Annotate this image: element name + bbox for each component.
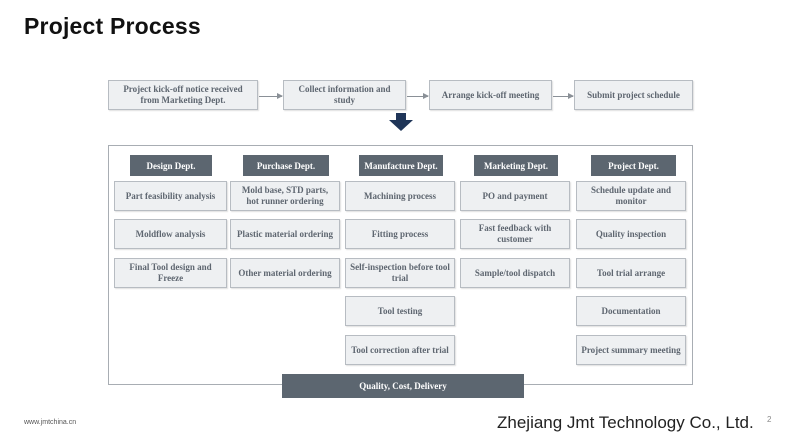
flow-arrow-2 — [407, 93, 429, 99]
page-number: 2 — [767, 415, 772, 424]
dept-header-marketing: Marketing Dept. — [474, 155, 558, 176]
task-tool-testing: Tool testing — [345, 296, 455, 326]
dept-header-project: Project Dept. — [591, 155, 676, 176]
dept-header-manufacture: Manufacture Dept. — [359, 155, 443, 176]
dept-header-design: Design Dept. — [130, 155, 212, 176]
flow-step-collect-information: Collect information and study — [283, 80, 406, 110]
footer-website: www.jmtchina.cn — [24, 419, 77, 426]
task-part-feasibility: Part feasibility analysis — [114, 181, 227, 211]
task-po-and-payment: PO and payment — [460, 181, 570, 211]
flow-arrow-1 — [259, 93, 283, 99]
task-plastic-material-ordering: Plastic material ordering — [230, 219, 340, 249]
page-title: Project Process — [24, 13, 201, 39]
down-arrow-icon — [389, 113, 413, 136]
footer-company-name: Zhejiang Jmt Technology Co., Ltd. — [497, 413, 754, 432]
task-final-tool-design: Final Tool design and Freeze — [114, 258, 227, 288]
quality-cost-delivery-bar: Quality, Cost, Delivery — [282, 374, 524, 398]
task-other-material-ordering: Other material ordering — [230, 258, 340, 288]
task-mold-base-ordering: Mold base, STD parts, hot runner orderin… — [230, 181, 340, 211]
task-project-summary: Project summary meeting — [576, 335, 686, 365]
task-fitting-process: Fitting process — [345, 219, 455, 249]
task-fast-feedback: Fast feedback with customer — [460, 219, 570, 249]
task-quality-inspection: Quality inspection — [576, 219, 686, 249]
task-tool-trial-arrange: Tool trial arrange — [576, 258, 686, 288]
task-schedule-update: Schedule update and monitor — [576, 181, 686, 211]
task-tool-correction: Tool correction after trial — [345, 335, 455, 365]
task-self-inspection: Self-inspection before tool trial — [345, 258, 455, 288]
task-machining-process: Machining process — [345, 181, 455, 211]
task-documentation: Documentation — [576, 296, 686, 326]
task-sample-dispatch: Sample/tool dispatch — [460, 258, 570, 288]
dept-header-purchase: Purchase Dept. — [243, 155, 329, 176]
flow-step-kickoff-notice: Project kick-off notice received from Ma… — [108, 80, 258, 110]
flow-step-arrange-meeting: Arrange kick-off meeting — [429, 80, 552, 110]
flow-arrow-3 — [553, 93, 574, 99]
task-moldflow-analysis: Moldflow analysis — [114, 219, 227, 249]
flow-step-submit-schedule: Submit project schedule — [574, 80, 693, 110]
